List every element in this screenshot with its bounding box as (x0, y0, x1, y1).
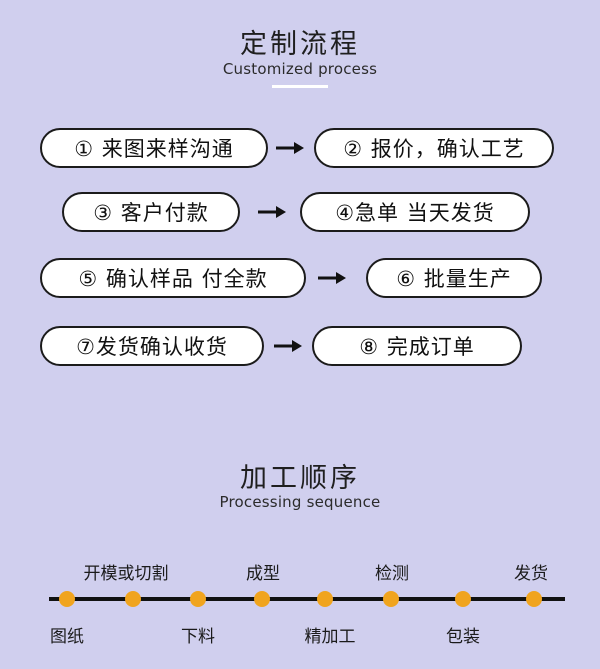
timeline-bottom-label: 下料 (181, 627, 215, 647)
timeline-top-label: 成型 (246, 564, 280, 584)
customize-title-underline (272, 85, 328, 88)
step-4-pill: ④急单 当天发货 (300, 192, 530, 232)
step-2-pill: ② 报价，确认工艺 (314, 128, 554, 168)
timeline-dot (526, 591, 542, 607)
timeline-bottom-label: 包装 (446, 627, 480, 647)
customize-subtitle: Customized process (222, 60, 378, 78)
arrow-right-icon (258, 206, 286, 218)
timeline-bottom-label: 精加工 (304, 627, 356, 647)
step-3-pill: ③ 客户付款 (62, 192, 240, 232)
timeline-dot (317, 591, 333, 607)
timeline-dot (59, 591, 75, 607)
timeline-dot (190, 591, 206, 607)
step-7-label: ⑦发货确认收货 (76, 335, 228, 359)
timeline-top-label: 检测 (375, 564, 409, 584)
processing-subtitle: Processing sequence (219, 493, 381, 511)
step-1-pill: ① 来图来样沟通 (40, 128, 268, 168)
arrow-right-icon (276, 142, 304, 154)
step-4-label: ④急单 当天发货 (335, 201, 495, 225)
arrow-right-icon (274, 340, 302, 352)
timeline-dot (125, 591, 141, 607)
step-8-pill: ⑧ 完成订单 (312, 326, 522, 366)
timeline-top-label: 开模或切割 (83, 564, 169, 584)
timeline-top-label: 发货 (514, 564, 548, 584)
step-6-label: ⑥ 批量生产 (396, 267, 512, 291)
step-8-label: ⑧ 完成订单 (359, 335, 475, 359)
step-1-label: ① 来图来样沟通 (74, 137, 234, 161)
step-5-pill: ⑤ 确认样品 付全款 (40, 258, 306, 298)
arrow-right-icon (318, 272, 346, 284)
timeline-dot (254, 591, 270, 607)
timeline-dot (383, 591, 399, 607)
step-6-pill: ⑥ 批量生产 (366, 258, 542, 298)
step-5-label: ⑤ 确认样品 付全款 (78, 267, 268, 291)
timeline-bottom-label: 图纸 (50, 627, 84, 647)
timeline-dot (455, 591, 471, 607)
processing-title: 加工顺序 (240, 463, 360, 494)
timeline-line (49, 597, 565, 601)
step-2-label: ② 报价，确认工艺 (343, 137, 525, 161)
step-3-label: ③ 客户付款 (93, 201, 209, 225)
step-7-pill: ⑦发货确认收货 (40, 326, 264, 366)
customize-title: 定制流程 (240, 29, 360, 60)
